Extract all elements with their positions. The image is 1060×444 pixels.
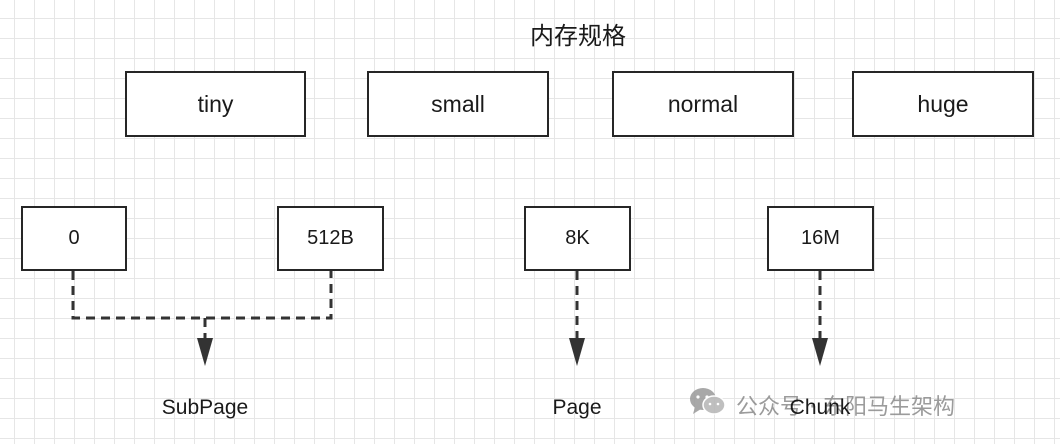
size-box-8k: 8K [524,206,631,271]
subpage-bracket-line [71,271,333,320]
size-box-16m: 16M [767,206,874,271]
size-box-512b: 512B [277,206,384,271]
target-label-subpage: SubPage [161,396,249,419]
diagram-title: 内存规格 [530,22,626,50]
category-box-huge: huge [852,71,1034,137]
target-label-chunk: Chunk [789,396,851,419]
category-box-tiny: tiny [125,71,306,137]
chunk-arrowhead [812,338,828,366]
page-arrowhead [569,338,585,366]
category-box-normal: normal [612,71,794,137]
watermark-text: 公众号 · 东阳马生架构 [736,395,955,420]
size-box-0: 0 [21,206,127,271]
target-label-page: Page [552,396,602,419]
watermark: 公众号 · 东阳马生架构 [688,386,955,424]
subpage-arrowhead [197,338,213,366]
wechat-icon [688,386,728,424]
category-box-small: small [367,71,549,137]
